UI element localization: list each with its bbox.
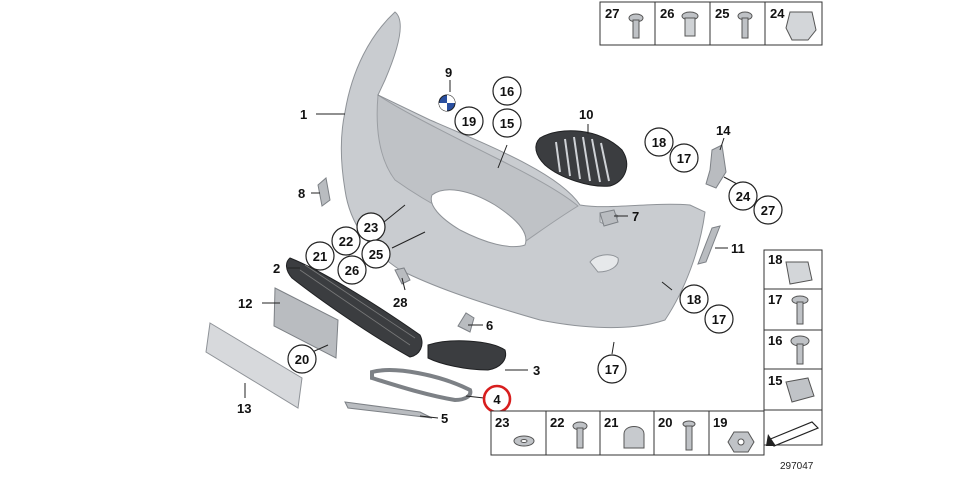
callout-6: 6 (486, 318, 493, 333)
gasket-icon (785, 377, 815, 403)
callout-22: 22 (331, 226, 361, 256)
top-cell-25: 25 (715, 6, 729, 21)
right-cell-16: 16 (768, 333, 782, 348)
bolt-icon (737, 11, 753, 39)
bumper-side-grille (427, 340, 507, 371)
callout-12: 12 (238, 296, 252, 311)
expansion-rivet-icon (681, 11, 699, 37)
callout-26: 26 (337, 255, 367, 285)
callout-17-bottom: 17 (597, 354, 627, 384)
callout-11: 11 (731, 241, 745, 256)
callout-16: 16 (492, 76, 522, 106)
callout-17-right: 17 (704, 304, 734, 334)
svg-text:15: 15 (500, 116, 514, 131)
callout-15: 15 (492, 108, 522, 138)
callout-10: 10 (579, 107, 593, 122)
callout-13: 13 (237, 401, 251, 416)
bottom-cell-22: 22 (550, 415, 564, 430)
callout-24: 24 (728, 181, 758, 211)
svg-text:17: 17 (605, 362, 619, 377)
trim-strip-right (697, 225, 721, 265)
callout-7: 7 (632, 209, 639, 224)
svg-text:4: 4 (493, 392, 501, 407)
callout-28: 28 (393, 295, 407, 310)
callout-18-right: 18 (679, 284, 709, 314)
svg-text:17: 17 (712, 312, 726, 327)
svg-text:24: 24 (736, 189, 751, 204)
bottom-cell-20: 20 (658, 415, 672, 430)
screw-icon-20 (682, 420, 696, 451)
nut-icon (727, 431, 755, 453)
svg-text:27: 27 (761, 203, 775, 218)
callout-8: 8 (298, 186, 305, 201)
washer-icon (513, 435, 535, 447)
svg-text:25: 25 (369, 247, 383, 262)
callout-23: 23 (356, 212, 386, 242)
svg-text:18: 18 (652, 135, 666, 150)
callout-9: 9 (445, 65, 452, 80)
licence-plate-base (273, 287, 339, 359)
callout-25: 25 (361, 239, 391, 269)
callout-19-emblem: 19 (454, 106, 484, 136)
top-fastener-table: 27 26 25 24 (599, 1, 823, 46)
svg-text:18: 18 (687, 292, 701, 307)
svg-text:17: 17 (677, 151, 691, 166)
top-cell-27: 27 (605, 6, 619, 21)
callout-4-highlighted: 4 (482, 384, 512, 414)
callout-2: 2 (273, 261, 280, 276)
cap-icon (623, 426, 645, 449)
top-cell-26: 26 (660, 6, 674, 21)
bottom-cell-21: 21 (604, 415, 618, 430)
clip-28 (394, 267, 411, 285)
svg-text:19: 19 (462, 114, 476, 129)
right-fastener-table: 18 17 16 15 (763, 249, 823, 447)
spring-clip-icon (785, 11, 817, 41)
svg-text:21: 21 (313, 249, 327, 264)
trim-ring-lower (370, 368, 473, 403)
callout-21: 21 (305, 241, 335, 271)
circled-callouts: 16 15 19 18 17 24 27 23 (287, 76, 783, 414)
bmw-emblem (438, 94, 456, 112)
bracket-6 (457, 312, 475, 333)
callout-3: 3 (533, 363, 540, 378)
svg-text:23: 23 (364, 220, 378, 235)
cover-flap (599, 209, 619, 227)
cover-cap-small (317, 177, 331, 207)
arrow-indicator-icon (766, 421, 820, 447)
callout-1: 1 (300, 107, 307, 122)
bottom-fastener-table: 23 22 21 20 19 (490, 410, 765, 456)
callout-17-top: 17 (669, 143, 699, 173)
screw-icon-17 (791, 295, 809, 325)
svg-text:20: 20 (295, 352, 309, 367)
callout-27: 27 (753, 195, 783, 225)
callout-5: 5 (441, 411, 448, 426)
right-cell-15: 15 (768, 373, 782, 388)
svg-text:16: 16 (500, 84, 514, 99)
screw-icon (628, 13, 644, 39)
mounting-bracket (705, 144, 727, 189)
callout-18-top: 18 (644, 127, 674, 157)
screw-icon-22 (572, 421, 588, 449)
lower-grille (286, 257, 423, 358)
right-cell-18: 18 (768, 252, 782, 267)
svg-text:26: 26 (345, 263, 359, 278)
kidney-grille (535, 130, 628, 187)
plain-labels: 1 2 3 5 6 7 8 9 10 11 12 13 14 28 (237, 65, 745, 426)
clip-nut-icon (785, 261, 813, 285)
front-bumper-trim-panel (340, 11, 706, 329)
diagram-number: 297047 (780, 461, 814, 472)
callout-14: 14 (716, 123, 731, 138)
bottom-trim-strip (344, 401, 433, 419)
screw-icon-16 (790, 335, 810, 365)
licence-plate-cover (205, 322, 303, 409)
top-cell-24: 24 (770, 6, 785, 21)
bottom-cell-23: 23 (495, 415, 509, 430)
right-cell-17: 17 (768, 292, 782, 307)
callout-20: 20 (287, 344, 317, 374)
bottom-cell-19: 19 (713, 415, 727, 430)
svg-text:22: 22 (339, 234, 353, 249)
